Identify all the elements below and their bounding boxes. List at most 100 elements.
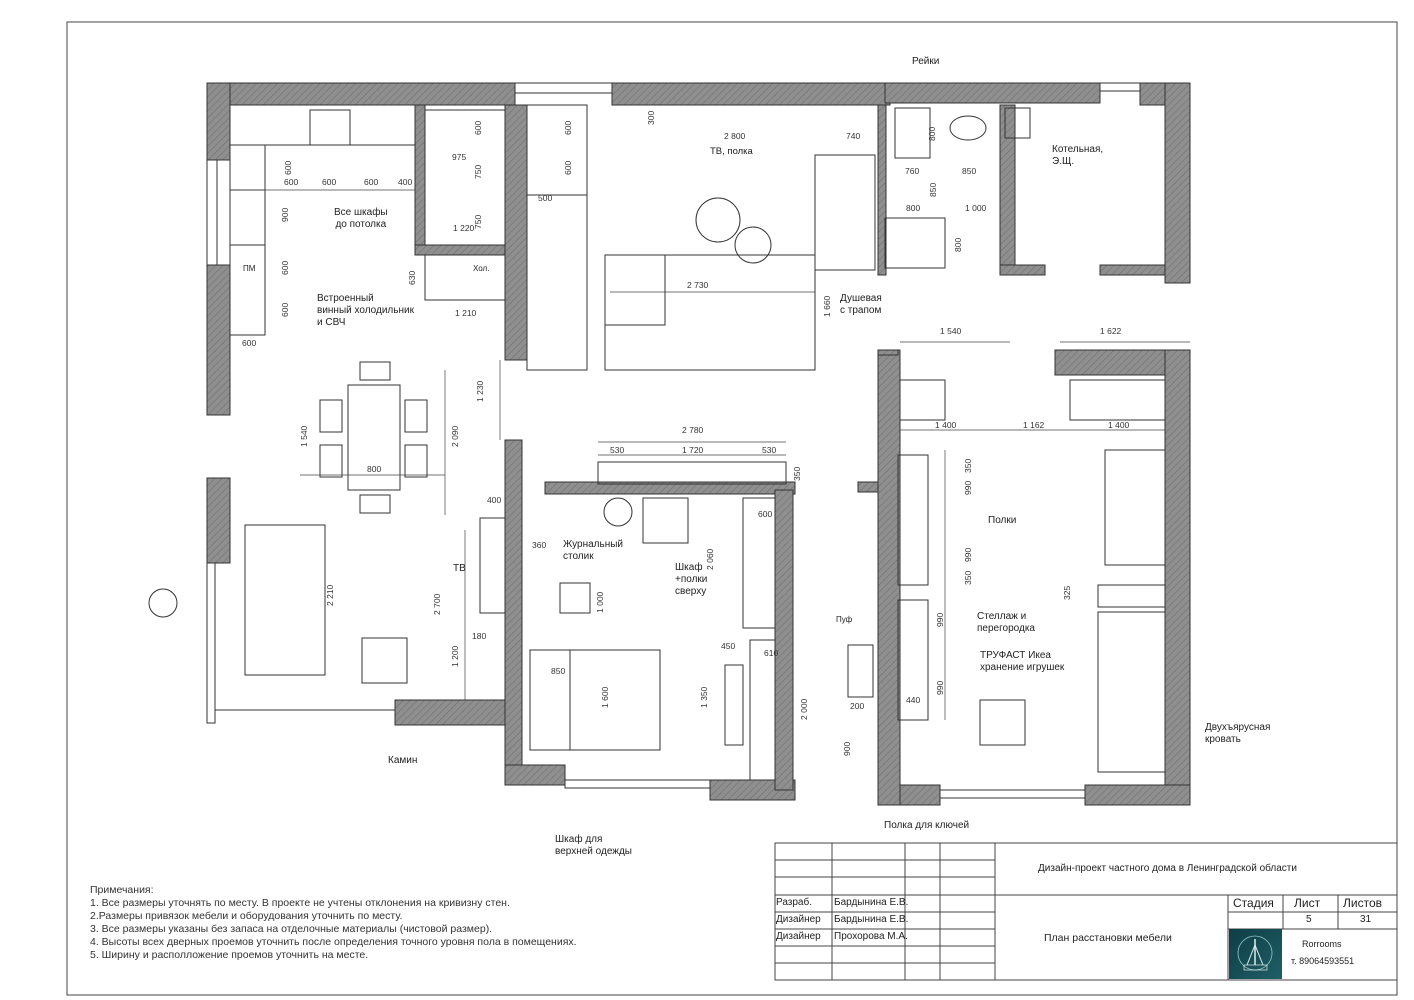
dimension: 1 230: [475, 380, 485, 402]
dimension: 800: [953, 237, 963, 252]
sheet-number: 5: [1306, 914, 1312, 925]
dimension: 600: [280, 302, 290, 317]
windows: [206, 82, 1141, 799]
dimension: 750: [473, 164, 483, 179]
company-phone: т. 89064593551: [1291, 956, 1355, 966]
dimension: 975: [452, 152, 467, 162]
dimension: 1 400: [1108, 420, 1130, 430]
dimension: 350: [963, 570, 973, 585]
sheet-border: [66, 21, 1398, 996]
dimension: 350: [963, 458, 973, 473]
dimension: 1 600: [600, 686, 610, 708]
dimension: 2 060: [705, 548, 715, 570]
note-item: 2.Размеры привязок мебели и оборудования…: [90, 910, 403, 922]
dimension: 1 210: [455, 308, 477, 318]
dimension: 2 780: [682, 425, 704, 435]
dimension: 990: [963, 480, 973, 495]
label-coffee-table: Журнальный столик: [563, 539, 623, 562]
dimension: 1 350: [699, 686, 709, 708]
dimension: 600: [563, 160, 573, 175]
role: Дизайнер: [776, 914, 821, 925]
label-dishwasher: ПМ: [243, 264, 256, 273]
dimension: 850: [928, 182, 938, 197]
dimension: 600: [473, 120, 483, 135]
note-item: 1. Все размеры уточнять по месту. В прое…: [90, 897, 510, 909]
dimension: 500: [538, 193, 553, 203]
dimension: 1 200: [450, 645, 460, 667]
label-rails: Рейки: [912, 56, 940, 67]
dimension: 600: [283, 160, 293, 175]
dimension: 440: [906, 695, 921, 705]
dimension: 360: [532, 540, 547, 550]
dimension: 200: [850, 701, 865, 711]
label-fireplace: Камин: [388, 755, 418, 766]
label-bunk-bed: Двухъярусная кровать: [1205, 722, 1271, 745]
dimension: 1 622: [1100, 326, 1122, 336]
furniture: [229, 104, 1166, 781]
dimension: 450: [721, 641, 736, 651]
dimension: 325: [1062, 585, 1072, 600]
dimension: 900: [842, 741, 852, 756]
dimension: 990: [935, 680, 945, 695]
label-coat-closet: Шкаф для верхней одежды: [555, 834, 632, 857]
label-tv-shelf: ТВ, полка: [710, 146, 753, 157]
dimension: 600: [242, 338, 257, 348]
dimension: 1 400: [935, 420, 957, 430]
person-name: Бардынина Е.В.: [834, 897, 909, 908]
person-name: Прохорова М.А.: [834, 931, 908, 942]
dimension: 2 800: [724, 131, 746, 141]
dimension: 1 000: [965, 203, 987, 213]
dimension: 2 700: [432, 593, 442, 615]
label-shelves: Полки: [988, 515, 1017, 526]
dimension: 900: [280, 207, 290, 222]
label-key-shelf: Полка для ключей: [884, 820, 970, 831]
role: Дизайнер: [776, 931, 821, 942]
dimension: 1 162: [1023, 420, 1045, 430]
walls: [206, 82, 1191, 806]
dimension: 750: [473, 214, 483, 229]
dimension: 760: [905, 166, 920, 176]
dimension: 600: [563, 120, 573, 135]
dimension: 2 210: [325, 584, 335, 606]
logo-mark-icon: [1237, 935, 1273, 971]
label-pouf: Пуф: [836, 615, 853, 624]
sheets-label: Листов: [1343, 896, 1382, 910]
person-name: Бардынина Е.В.: [834, 914, 909, 925]
dimension: 630: [407, 270, 417, 285]
label-wardrobe: Шкаф +полки сверху: [675, 562, 708, 597]
dimension: 400: [398, 177, 413, 187]
dimension: 530: [610, 445, 625, 455]
sheet-title: План расстановки мебели: [1044, 932, 1172, 944]
company-logo: [1229, 929, 1282, 979]
dimension: 850: [551, 666, 566, 676]
dimension: 2 090: [450, 425, 460, 447]
dimension: 850: [962, 166, 977, 176]
dimension: 2 730: [687, 280, 709, 290]
label-rack: Стеллаж и перегородка: [977, 611, 1035, 634]
label-shower: Душевая с трапом: [840, 293, 882, 316]
stage-label: Стадия: [1233, 896, 1274, 910]
sheet-count: 31: [1360, 914, 1372, 925]
dimension: 800: [927, 126, 937, 141]
role: Разраб.: [776, 897, 813, 908]
dimension: 1 220: [453, 223, 475, 233]
notes: Примечания: 1. Все размеры уточнять по м…: [90, 884, 577, 962]
dimension: 1 540: [299, 425, 309, 447]
dimension: 800: [367, 464, 382, 474]
dimension: 610: [764, 648, 779, 658]
label-wine-fridge: Встроенный винный холодильник и СВЧ: [317, 293, 414, 328]
dimension: 1 000: [595, 591, 605, 613]
dimension: 990: [935, 612, 945, 627]
dimension: 2 000: [799, 698, 809, 720]
note-item: 4. Высоты всех дверных проемов уточнить …: [90, 936, 577, 948]
dimension: 740: [846, 131, 861, 141]
note-item: 3. Все размеры указаны без запаса на отд…: [90, 923, 493, 935]
column-marker: [148, 588, 178, 618]
dimension: 800: [906, 203, 921, 213]
dimension: 1 540: [940, 326, 962, 336]
dimension-lines: [240, 189, 1190, 720]
company-name: Rorrooms: [1302, 939, 1342, 949]
label-all-cabinets: Все шкафы до потолка: [334, 207, 388, 230]
dimension: 350: [792, 466, 802, 481]
